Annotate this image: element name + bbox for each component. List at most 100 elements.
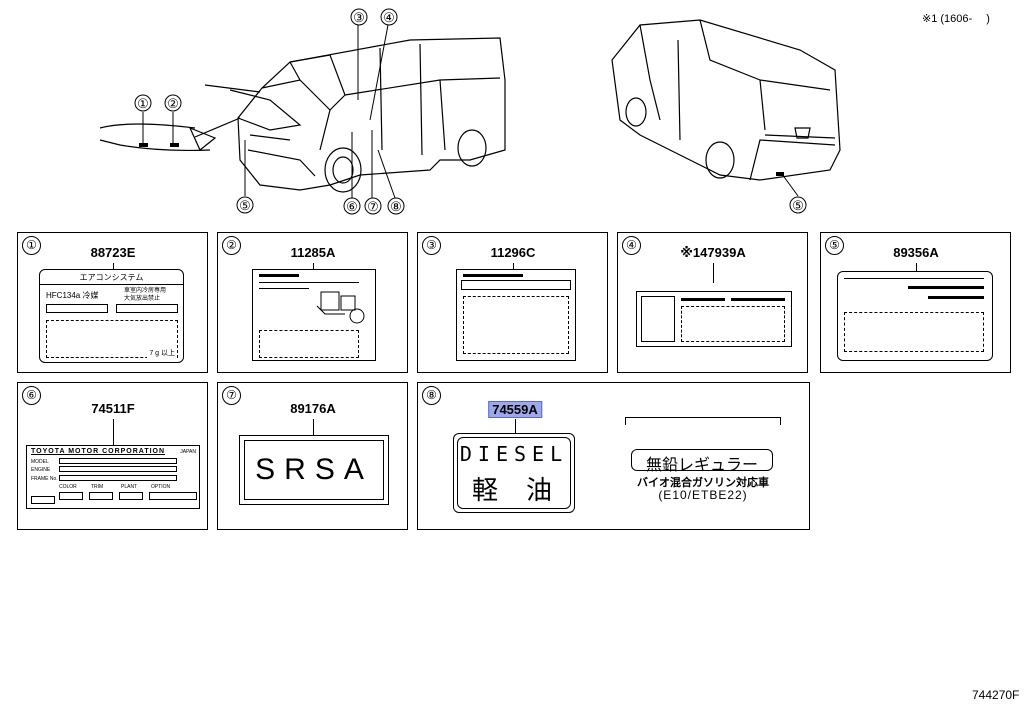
panel-4-number: ④: [622, 236, 641, 255]
panel-8-number: ⑧: [422, 386, 441, 405]
label-line: [259, 288, 309, 289]
label-text-bar: [928, 296, 984, 299]
panel-2-number: ②: [222, 236, 241, 255]
label-area: [844, 312, 984, 352]
part-number-11296c[interactable]: 11296C: [490, 245, 536, 260]
panel-3-number: ③: [422, 236, 441, 255]
leader-line: [113, 419, 114, 445]
label-text-bar: [463, 274, 523, 277]
ac-system-label: エアコンシステム HFC134a 冷媒 車室内冷房専用 大気放出禁止 7 g 以…: [39, 269, 184, 363]
callout-7-label: ⑦: [367, 199, 379, 214]
bio-gasoline-text: バイオ混合ガソリン対応車: [637, 477, 769, 489]
label-table: [681, 306, 785, 342]
callout-3-label: ③: [353, 10, 365, 25]
e10-etbe22-text: (E10/ETBE22): [658, 488, 748, 502]
callout-7: ⑦: [364, 197, 382, 215]
ac-label-amount: 7 g 以上: [147, 348, 177, 358]
leader-line: [713, 263, 714, 283]
model-period-note: ※1 (1606- ): [922, 13, 990, 25]
leader-line: [916, 263, 917, 271]
diagram-number: 744270F: [972, 688, 1020, 702]
fuel-label-diesel: DIESEL 軽油: [453, 433, 575, 513]
vin-plate-maker: TOYOTA MOTOR CORPORATION: [31, 448, 166, 455]
part-number-74511f[interactable]: 74511F: [91, 401, 135, 416]
ac-label-field-1: [46, 304, 108, 313]
panel-6-number: ⑥: [22, 386, 41, 405]
label-text-bar: [731, 298, 785, 301]
panel-5-number: ⑤: [825, 236, 844, 255]
vin-plate-plant: PLANT: [121, 484, 138, 490]
vin-plate-model: MODEL: [31, 459, 49, 465]
panel-3: ③ 11296C: [417, 232, 608, 373]
vin-plate-country: JAPAN: [180, 449, 196, 455]
fuel-label-inner-border: DIESEL 軽油: [457, 437, 571, 509]
label-line: [259, 282, 359, 283]
part-number-74559a[interactable]: 74559A: [488, 401, 542, 418]
panel-2: ② 11285A: [217, 232, 408, 373]
vin-field-trim: [89, 492, 113, 500]
callout-6-label: ⑥: [346, 199, 358, 214]
part-number-88723e[interactable]: 88723E: [90, 245, 136, 260]
part-number-11285a[interactable]: 11285A: [290, 245, 336, 260]
ac-label-refrigerant: HFC134a 冷媒: [46, 291, 99, 300]
vin-field-engine: [59, 466, 177, 472]
label-line: [844, 278, 984, 279]
info-label-147939a: [636, 291, 792, 347]
bracket-line: [625, 417, 781, 418]
panel-7-number: ⑦: [222, 386, 241, 405]
panel-6: ⑥ 74511F TOYOTA MOTOR CORPORATION JAPAN …: [17, 382, 208, 530]
label-area: [259, 330, 359, 358]
callout-1: ①: [134, 94, 152, 112]
vin-field-option: [149, 492, 197, 500]
leader-line: [313, 263, 314, 269]
leader-line: [515, 419, 516, 433]
callout-2-label: ②: [167, 96, 179, 111]
callout-4: ④: [380, 8, 398, 26]
ac-label-title: エアコンシステム: [40, 272, 183, 285]
srsa-label: SRSA: [239, 435, 389, 505]
part-number-147939a[interactable]: ※147939A: [680, 245, 746, 260]
vin-field-frame: [59, 475, 177, 481]
leader-line: [113, 263, 114, 269]
callout-8-label: ⑧: [390, 199, 402, 214]
label-text-bar: [681, 298, 725, 301]
label-text-bar: [908, 286, 984, 289]
callout-5-front: ⑤: [236, 196, 254, 214]
label-icon-area: [641, 296, 675, 342]
callout-1-label: ①: [137, 96, 149, 111]
engine-diagram: [316, 291, 365, 324]
srsa-text: SRSA: [255, 453, 373, 486]
label-area: [463, 296, 569, 354]
part-number-89356a[interactable]: 89356A: [893, 245, 939, 260]
notice-label-89356a: [837, 271, 993, 361]
bracket-right: [780, 417, 781, 425]
vin-plate-label: TOYOTA MOTOR CORPORATION JAPAN MODEL ENG…: [26, 445, 200, 509]
vin-field-model: [59, 458, 177, 464]
vin-field-color: [59, 492, 83, 500]
leader-line: [513, 263, 514, 269]
ac-label-field-2: [116, 304, 178, 313]
callout-3: ③: [350, 8, 368, 26]
vin-plate-color: COLOR: [59, 484, 77, 490]
vin-field: [31, 496, 55, 504]
callout-4-label: ④: [383, 10, 395, 25]
leader-line: [313, 419, 314, 435]
callout-2: ②: [164, 94, 182, 112]
panel-8: ⑧ 74559A DIESEL 軽油 無鉛レギュラー バイオ混合ガソリン対応車 …: [417, 382, 810, 530]
ac-label-note-2: 大気放出禁止: [124, 296, 161, 302]
callout-6: ⑥: [343, 197, 361, 215]
engine-label-11296c: [456, 269, 576, 361]
vin-plate-engine: ENGINE: [31, 467, 51, 473]
panel-7: ⑦ 89176A SRSA: [217, 382, 408, 530]
part-number-89176a[interactable]: 89176A: [290, 401, 336, 416]
vin-plate-trim: TRIM: [91, 484, 104, 490]
callout-8: ⑧: [387, 197, 405, 215]
panel-4: ④ ※147939A: [617, 232, 808, 373]
panel-1: ① 88723E エアコンシステム HFC134a 冷媒 車室内冷房専用 大気放…: [17, 232, 208, 373]
callout-5-rear: ⑤: [789, 196, 807, 214]
callout-5-front-label: ⑤: [239, 198, 251, 213]
srsa-inner-border: SRSA: [244, 440, 384, 500]
fuel-label-unleaded: 無鉛レギュラー: [631, 449, 773, 474]
panel-1-number: ①: [22, 236, 41, 255]
vin-plate-frame: FRAME No.: [31, 476, 58, 482]
